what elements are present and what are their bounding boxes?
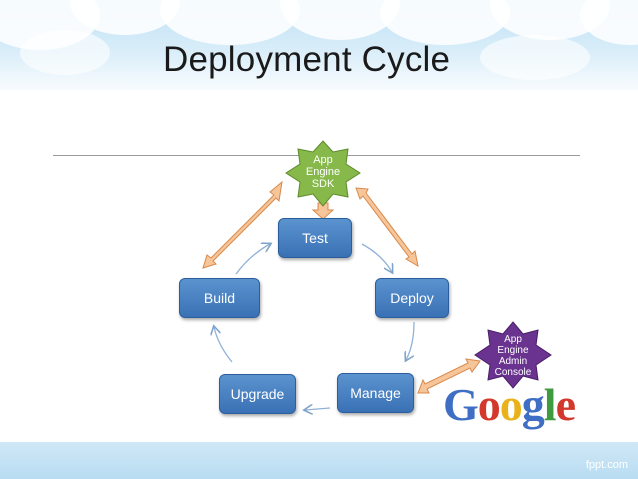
orange-arrow-sdk-deploy (355, 187, 419, 267)
slide-title: Deployment Cycle (163, 40, 451, 79)
google-logo-text: Google (443, 379, 576, 430)
node-build: Build (179, 278, 260, 318)
sdk-star-label: App Engine SDK (305, 154, 341, 190)
orange-arrow-sdk-build (202, 180, 283, 269)
node-test: Test (278, 218, 352, 258)
sdk-star-shape (285, 140, 361, 207)
orange-arrow-manage-console (417, 358, 481, 394)
node-manage: Manage (337, 373, 414, 413)
sky-background (0, 0, 638, 90)
arrow-upgrade-to-build (214, 327, 233, 363)
arrow-build-to-test (235, 244, 270, 275)
arrow-manage-to-upgrade (305, 408, 331, 410)
footer-brand: fppt.com (585, 459, 628, 471)
footer-bar (0, 442, 638, 479)
node-upgrade: Upgrade (219, 374, 296, 414)
orange-arrow-sdk-test (311, 202, 335, 220)
arrow-deploy-to-manage (406, 321, 415, 360)
arrow-test-to-deploy (361, 243, 392, 272)
console-star-label: App Engine Admin Console (494, 334, 532, 378)
node-deploy: Deploy (375, 278, 449, 318)
console-star-shape (474, 321, 552, 389)
